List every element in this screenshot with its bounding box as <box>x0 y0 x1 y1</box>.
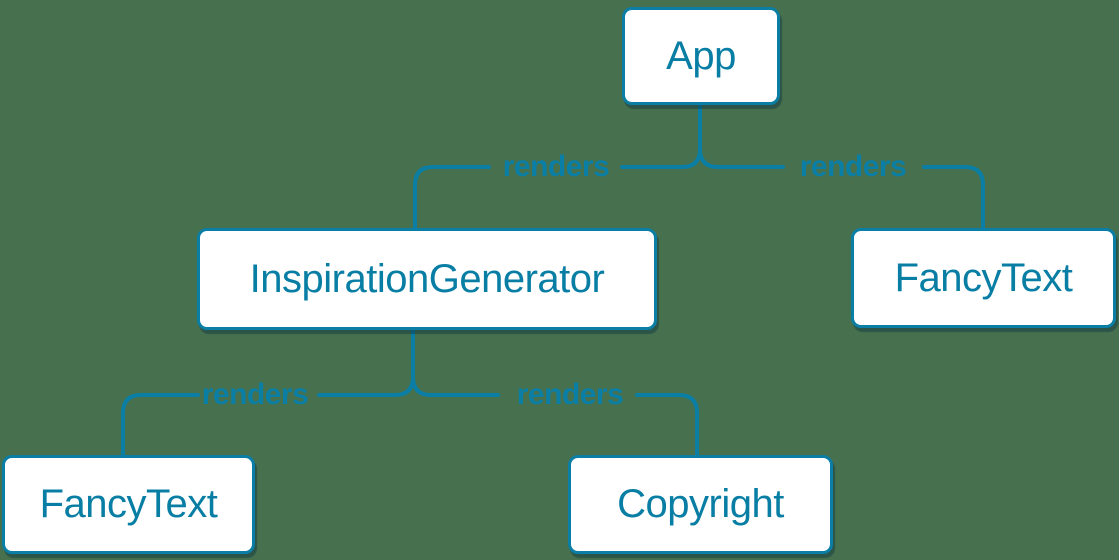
node-inspiration-generator: InspirationGenerator <box>197 228 657 330</box>
edge-label-ig-renders-fancytext: renders <box>201 378 309 411</box>
node-fancy-text-top: FancyText <box>851 228 1116 328</box>
node-fancy-text-bottom: FancyText <box>2 455 255 554</box>
edge-app-left-fork <box>620 103 702 169</box>
edge-ig-left-fork <box>317 328 415 397</box>
node-app: App <box>622 7 780 105</box>
edge-ig-to-fancytext <box>121 393 200 457</box>
node-app-label: App <box>666 33 736 78</box>
node-copyright: Copyright <box>568 455 833 554</box>
edge-ig-to-copyright <box>635 393 699 457</box>
edge-app-to-ig <box>413 165 491 230</box>
edge-app-to-fancytext <box>922 165 985 230</box>
node-copyright-label: Copyright <box>617 482 784 526</box>
node-fancy-text-bottom-label: FancyText <box>39 482 218 526</box>
edge-label-app-renders-fancytext: renders <box>799 150 907 183</box>
node-inspiration-generator-label: InspirationGenerator <box>249 256 605 301</box>
edge-ig-right-fork <box>411 375 500 397</box>
edge-app-right-fork <box>698 147 785 169</box>
edge-label-ig-renders-copyright: renders <box>516 378 624 411</box>
edge-label-app-renders-ig: renders <box>502 150 610 183</box>
node-fancy-text-top-label: FancyText <box>894 255 1073 300</box>
